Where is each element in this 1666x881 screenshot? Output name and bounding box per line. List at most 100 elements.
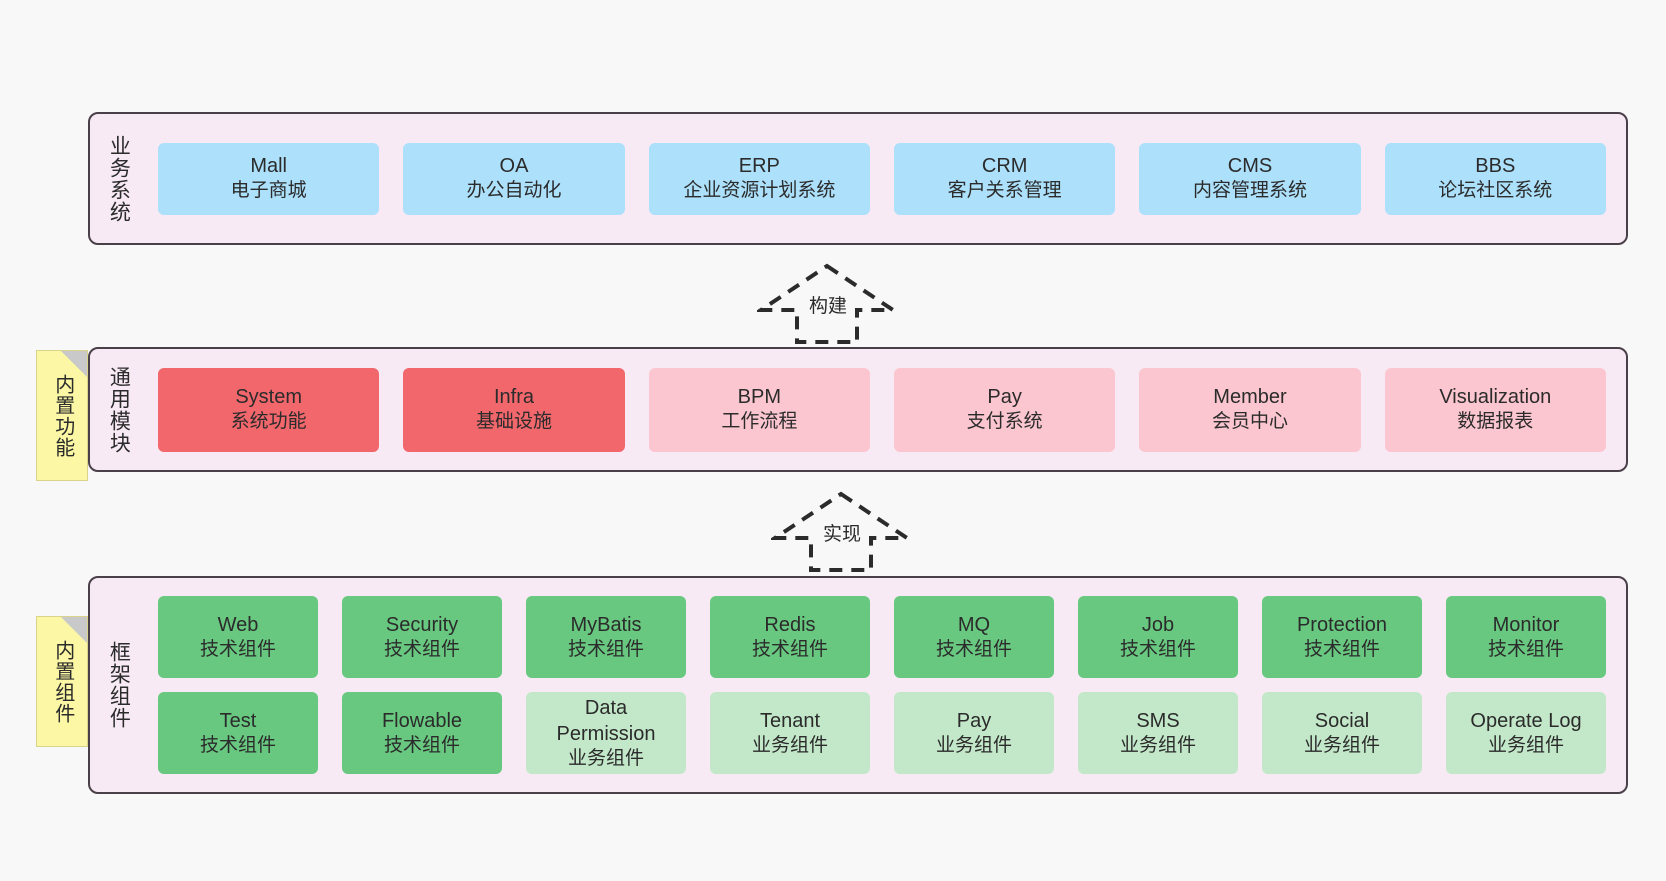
node-subtitle: 技术组件 [383, 638, 460, 660]
layer-title-framework-components: 框架组件 [107, 641, 131, 729]
layer-body-framework-components: Web 技术组件 Security 技术组件 MyBatis 技术组件 Redi… [146, 578, 1626, 792]
node-subtitle: 技术组件 [199, 734, 276, 756]
node-pay[interactable]: Pay 支付系统 [893, 367, 1116, 452]
node-sms[interactable]: SMS 业务组件 [1078, 692, 1238, 774]
node-security[interactable]: Security 技术组件 [342, 596, 502, 678]
node-subtitle: 数据报表 [1457, 411, 1534, 433]
node-title: OA [499, 155, 529, 178]
node-subtitle: 技术组件 [383, 734, 460, 756]
node-title: Pay [956, 709, 992, 732]
node-subtitle: 技术组件 [199, 638, 276, 660]
node-row: Mall 电子商城 OA 办公自动化 ERP 企业资源计划系统 CRM 客户关系… [146, 142, 1618, 215]
node-subtitle: 内容管理系统 [1192, 180, 1307, 202]
node-operate-log[interactable]: Operate Log 业务组件 [1446, 692, 1606, 774]
layer-common-modules: 通用模块 System 系统功能 Infra 基础设施 BPM 工作流程 Pay… [88, 347, 1628, 472]
node-subtitle: 技术组件 [567, 638, 644, 660]
node-title: SMS [1136, 709, 1180, 732]
node-row: Test 技术组件 Flowable 技术组件 Data Permission … [146, 692, 1618, 774]
node-title: Protection [1296, 613, 1388, 636]
node-bbs[interactable]: BBS 论坛社区系统 [1384, 142, 1606, 215]
node-cms[interactable]: CMS 内容管理系统 [1139, 142, 1361, 215]
node-test[interactable]: Test 技术组件 [158, 692, 318, 774]
node-erp[interactable]: ERP 企业资源计划系统 [648, 142, 870, 215]
sticky-note-label: 内置组件 [51, 639, 74, 724]
node-mall[interactable]: Mall 电子商城 [158, 142, 380, 215]
node-social[interactable]: Social 业务组件 [1262, 692, 1422, 774]
node-flowable[interactable]: Flowable 技术组件 [342, 692, 502, 774]
node-title: Job [1141, 613, 1175, 636]
node-title: Pay [987, 386, 1022, 409]
node-redis[interactable]: Redis 技术组件 [710, 596, 870, 678]
node-bpm[interactable]: BPM 工作流程 [648, 367, 870, 452]
node-mq[interactable]: MQ 技术组件 [894, 596, 1054, 678]
node-title: Redis [764, 613, 816, 636]
arrow-implement-glyph [771, 491, 914, 572]
layer-body-common-modules: System 系统功能 Infra 基础设施 BPM 工作流程 Pay 支付系统… [146, 349, 1626, 470]
page-fold-icon [61, 617, 87, 643]
node-system[interactable]: System 系统功能 [158, 367, 380, 452]
arrow-implement [771, 490, 921, 572]
node-subtitle: 业务组件 [567, 747, 644, 769]
node-subtitle: 技术组件 [1119, 638, 1196, 660]
sticky-note-builtin-components: 内置组件 [36, 616, 88, 747]
node-title: Monitor [1492, 613, 1560, 636]
node-subtitle: 基础设施 [475, 411, 552, 433]
node-subtitle: 业务组件 [1303, 734, 1380, 756]
node-subtitle: 业务组件 [1119, 734, 1196, 756]
node-title: ERP [738, 155, 780, 178]
node-title: Data Permission [556, 696, 656, 745]
node-visualization[interactable]: Visualization 数据报表 [1384, 367, 1606, 452]
node-tenant[interactable]: Tenant 业务组件 [710, 692, 870, 774]
node-title: Infra [493, 386, 534, 409]
layer-title-common-modules: 通用模块 [107, 365, 131, 454]
node-web[interactable]: Web 技术组件 [158, 596, 318, 678]
node-row: Web 技术组件 Security 技术组件 MyBatis 技术组件 Redi… [146, 596, 1618, 678]
arrow-build-glyph [757, 263, 900, 344]
node-mybatis[interactable]: MyBatis 技术组件 [526, 596, 686, 678]
sticky-note-label: 内置功能 [51, 373, 74, 458]
node-subtitle: 论坛社区系统 [1438, 180, 1553, 202]
layer-title-business-systems: 业务系统 [107, 134, 131, 223]
node-title: CMS [1227, 155, 1273, 178]
node-subtitle: 办公自动化 [466, 180, 562, 202]
node-subtitle: 会员中心 [1211, 411, 1288, 433]
node-title: CRM [981, 155, 1028, 178]
node-subtitle: 业务组件 [751, 734, 828, 756]
node-oa[interactable]: OA 办公自动化 [403, 142, 625, 215]
node-title: Flowable [381, 709, 463, 732]
node-title: System [235, 386, 302, 409]
sticky-note-builtin-features: 内置功能 [36, 350, 88, 481]
node-infra[interactable]: Infra 基础设施 [403, 367, 625, 452]
node-title: Web [217, 613, 259, 636]
node-subtitle: 业务组件 [1487, 734, 1564, 756]
node-subtitle: 技术组件 [935, 638, 1012, 660]
node-title: Security [385, 613, 459, 636]
node-title: MQ [957, 613, 991, 636]
node-subtitle: 技术组件 [751, 638, 828, 660]
node-job[interactable]: Job 技术组件 [1078, 596, 1238, 678]
node-subtitle: 支付系统 [966, 411, 1043, 433]
node-subtitle: 技术组件 [1303, 638, 1380, 660]
node-subtitle: 系统功能 [230, 411, 307, 433]
node-data-permission[interactable]: Data Permission 业务组件 [526, 692, 686, 774]
node-title: Mall [250, 155, 287, 178]
node-subtitle: 电子商城 [230, 180, 307, 202]
node-title: BPM [737, 386, 781, 409]
arrow-implement-label: 实现 [823, 524, 862, 545]
node-title: Tenant [759, 709, 821, 732]
node-crm[interactable]: CRM 客户关系管理 [893, 142, 1116, 215]
node-member[interactable]: Member 会员中心 [1139, 367, 1361, 452]
node-subtitle: 业务组件 [935, 734, 1012, 756]
node-subtitle: 技术组件 [1487, 638, 1564, 660]
node-title: Test [219, 709, 257, 732]
node-subtitle: 企业资源计划系统 [683, 180, 836, 202]
node-subtitle: 客户关系管理 [947, 180, 1062, 202]
node-protection[interactable]: Protection 技术组件 [1262, 596, 1422, 678]
node-pay-business[interactable]: Pay 业务组件 [894, 692, 1054, 774]
node-subtitle: 工作流程 [721, 411, 798, 433]
node-monitor[interactable]: Monitor 技术组件 [1446, 596, 1606, 678]
arrow-build-label: 构建 [809, 296, 848, 317]
node-title: Visualization [1439, 386, 1552, 409]
node-title: Member [1213, 386, 1287, 409]
